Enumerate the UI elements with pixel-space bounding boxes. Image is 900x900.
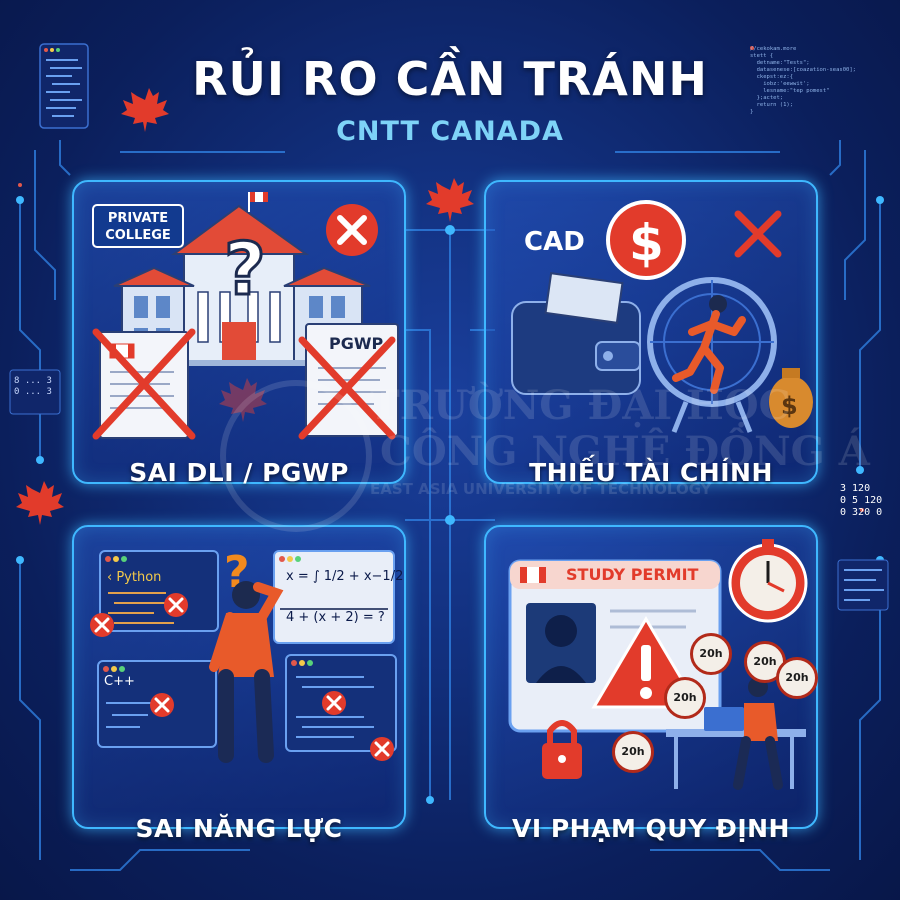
decor-numbers-right: 3 120 0 5 120 0 320 0: [840, 483, 883, 518]
question-mark-icon: ?: [224, 227, 266, 311]
cpp-label: C++: [104, 674, 135, 689]
panel-wrong-dli: ? PRIVATE COLLEGE PGWP SAI DLI / PGWP: [72, 180, 406, 487]
finance-illustration: $ $: [511, 200, 813, 433]
programming-illustration: ?: [90, 547, 397, 763]
page-title: RỦI RO CẦN TRÁNH: [192, 52, 708, 106]
private-college-tag: PRIVATE COLLEGE: [92, 204, 184, 248]
maple-leaf-icon: [121, 88, 169, 132]
university-seal-icon: [220, 380, 372, 532]
math-equation-1: x = ∫ 1/2 + x−1/2: [286, 569, 404, 584]
hours-20h-badge: 20h: [690, 633, 732, 675]
python-label: ‹ Python: [107, 570, 162, 585]
panel-wrong-skill: ? ‹ Python C++ x = ∫ 1/2 + x−1/2 4 + (x …: [72, 525, 406, 843]
hours-20h-badge: 20h: [776, 657, 818, 699]
hours-20h-badge: 20h: [612, 731, 654, 773]
maple-leaf-icon: [16, 481, 64, 525]
maple-leaf-icon: [426, 178, 474, 222]
cross-icon: [734, 210, 782, 258]
cad-currency-text: CAD: [524, 227, 585, 257]
panel-label-finance: THIẾU TÀI CHÍNH: [529, 458, 773, 487]
page-subtitle: CNTT CANADA: [336, 116, 564, 147]
study-permit-illustration: [508, 539, 808, 790]
confused-person-icon: [232, 581, 260, 609]
watermark-line-1: TRƯỜNG ĐẠI HỌC: [370, 382, 791, 429]
panel-lack-finance: $ $ CAD THIẾU TÀI CHÍNH: [484, 180, 818, 487]
hours-20h-badge: 20h: [664, 677, 706, 719]
money-bag-icon: [769, 376, 813, 428]
university-watermark: TRƯỜNG ĐẠI HỌC CÔNG NGHỆ ĐÔNG Á EAST ASI…: [220, 380, 870, 532]
svg-text:$: $: [781, 392, 798, 420]
svg-text:$: $: [629, 214, 664, 272]
study-permit-text: STUDY PERMIT: [566, 565, 699, 584]
hours-20h-badge: 20h: [744, 641, 786, 683]
decor-numbers-left: 8 ... 3 0 ... 3: [14, 376, 52, 397]
math-equation-2: 4 + (x + 2) = ?: [286, 610, 385, 625]
panel-rule-violation: STUDY PERMIT 20h 20h 20h 20h 20h VI PHẠM…: [484, 525, 818, 843]
code-snippet: //cekokam.more stett { detname:"Tests"; …: [750, 46, 856, 115]
pgwp-doc-text: PGWP: [329, 334, 384, 353]
dollar-coin-icon: [606, 200, 686, 280]
runner-icon: [709, 295, 727, 313]
panel-label-skill: SAI NĂNG LỰC: [135, 814, 343, 843]
panel-label-rules: VI PHẠM QUY ĐỊNH: [512, 814, 790, 843]
desk-icon: [666, 729, 806, 737]
watermark-line-2: CÔNG NGHỆ ĐÔNG Á: [380, 428, 870, 475]
watermark-line-3: EAST ASIA UNIVERSITY OF TECHNOLOGY: [370, 480, 712, 498]
